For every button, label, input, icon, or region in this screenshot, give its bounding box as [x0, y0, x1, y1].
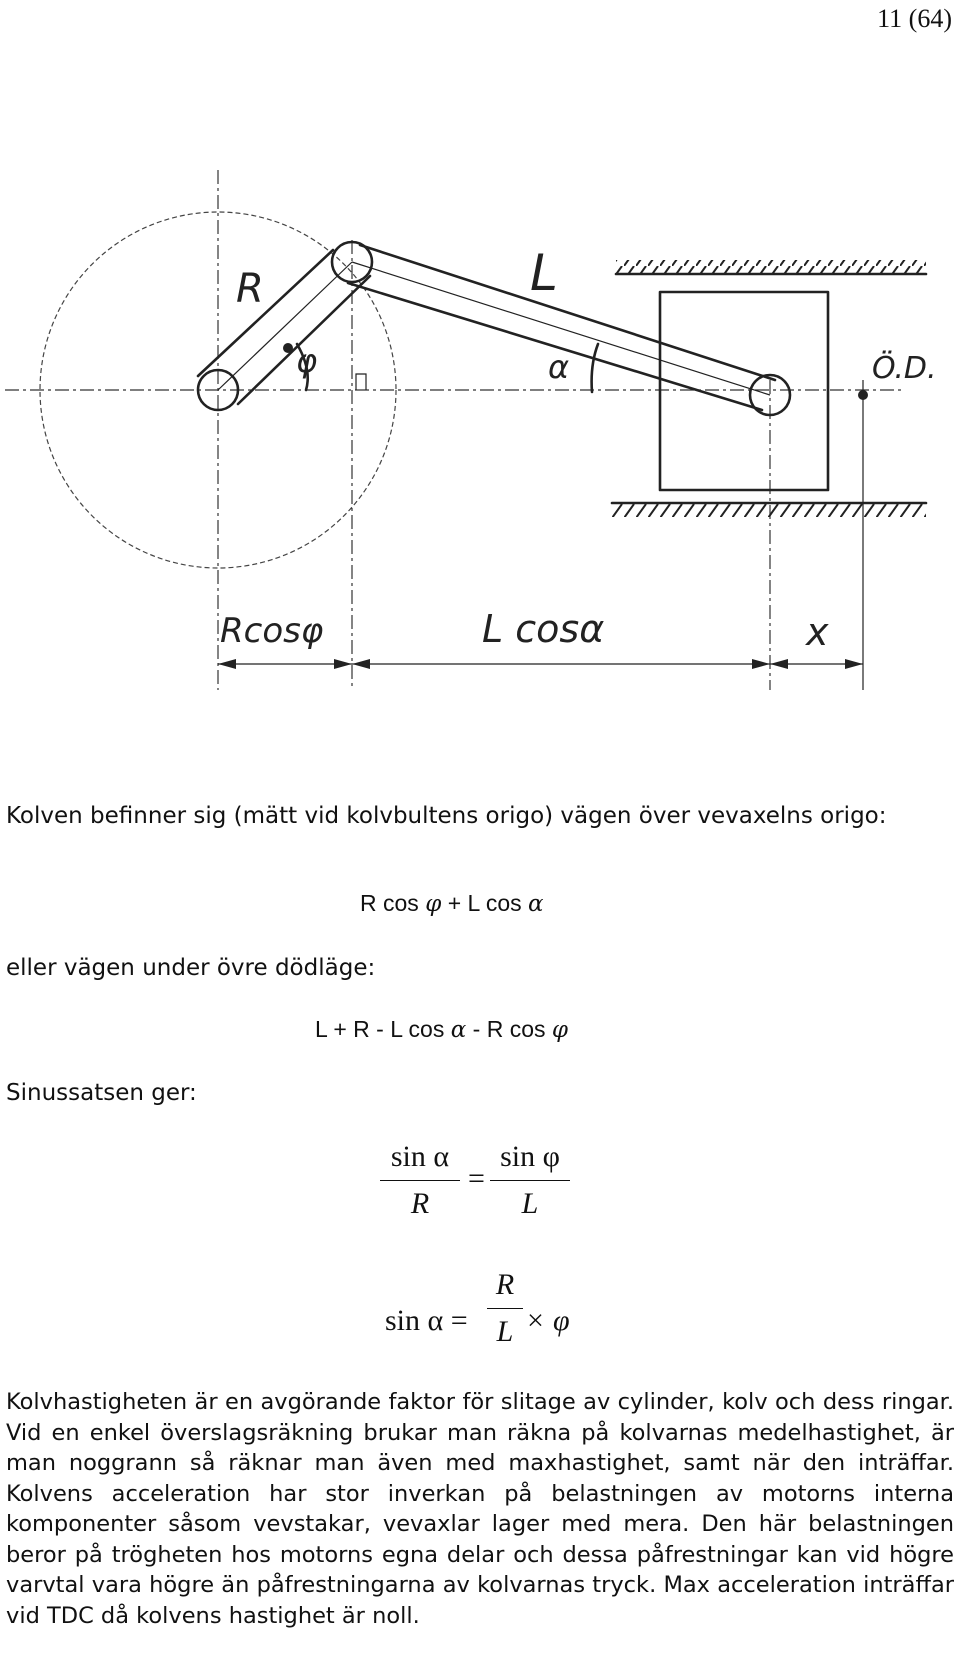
- phi-angle-arc: [295, 342, 309, 392]
- sine-rule-equation: sin α R = sin φ L: [380, 1140, 580, 1250]
- intro-text: Kolven befinner sig (mätt vid kolvbulten…: [6, 803, 887, 829]
- label-phi: φ: [296, 342, 317, 380]
- tdc-point: [858, 390, 868, 400]
- formula-part: L + R - L cos: [315, 1016, 445, 1042]
- alpha-symbol: α: [450, 1017, 467, 1043]
- page-number: 11 (64): [877, 4, 952, 33]
- denominator: L: [496, 1315, 514, 1348]
- formula-below-tdc: L + R - L cos α - R cos φ: [315, 1016, 568, 1043]
- label-lcos: L cosα: [482, 607, 604, 651]
- label-R: R: [236, 266, 264, 312]
- equation-lhs: sin α =: [385, 1304, 468, 1337]
- cylinder-wall-top: [614, 260, 928, 276]
- equals-sign: =: [468, 1162, 485, 1195]
- numerator: R: [487, 1268, 523, 1309]
- formula-part: - R cos: [472, 1016, 546, 1042]
- phi-symbol: φ: [551, 1017, 568, 1043]
- label-x: x: [805, 610, 829, 654]
- fraction-r-over-l: R L: [487, 1268, 523, 1349]
- label-L: L: [530, 244, 558, 302]
- alpha-angle-arc: [590, 342, 600, 394]
- formula-part: R cos: [360, 890, 419, 916]
- connecting-rod: [346, 243, 777, 412]
- denominator: R: [410, 1187, 430, 1220]
- crank-mechanism-diagram: R L φ α Ö.D. Rcosφ L cosα x: [5, 170, 937, 690]
- body-paragraph: Kolvhastigheten är en avgörande faktor f…: [6, 1389, 954, 1629]
- crankpin: [330, 240, 374, 284]
- piston: [658, 290, 830, 492]
- crank-arm: [196, 248, 372, 406]
- label-rcos: Rcosφ: [220, 611, 324, 651]
- label-alpha: α: [548, 348, 569, 386]
- arrowheads: [218, 659, 863, 669]
- formula-part: + L cos: [447, 890, 522, 916]
- fraction-lhs: sin α R: [380, 1140, 460, 1221]
- denominator: L: [521, 1187, 539, 1220]
- phi-symbol: φ: [553, 1304, 570, 1337]
- alpha-symbol: α: [528, 891, 544, 917]
- times-sign: ×: [527, 1304, 544, 1337]
- fraction-rhs: sin φ L: [490, 1140, 570, 1221]
- piston-pin: [748, 373, 792, 417]
- sine-rule-text: Sinussatsen ger:: [6, 1080, 197, 1106]
- label-od: Ö.D.: [872, 350, 937, 386]
- sine-alpha-equation: sin α = R L × φ: [385, 1268, 605, 1378]
- right-angle-mark: [355, 373, 367, 390]
- cylinder-wall-bottom: [610, 501, 928, 517]
- below-tdc-text: eller vägen under övre dödläge:: [6, 955, 376, 981]
- crank-circle: [39, 211, 397, 569]
- numerator: sin α: [380, 1140, 460, 1181]
- phi-symbol: φ: [425, 891, 442, 917]
- crank-bearing: [196, 368, 240, 412]
- formula-over-origin: R cos φ + L cos α: [360, 890, 544, 917]
- numerator: sin φ: [490, 1140, 570, 1181]
- phi-arrow-point: [283, 343, 293, 353]
